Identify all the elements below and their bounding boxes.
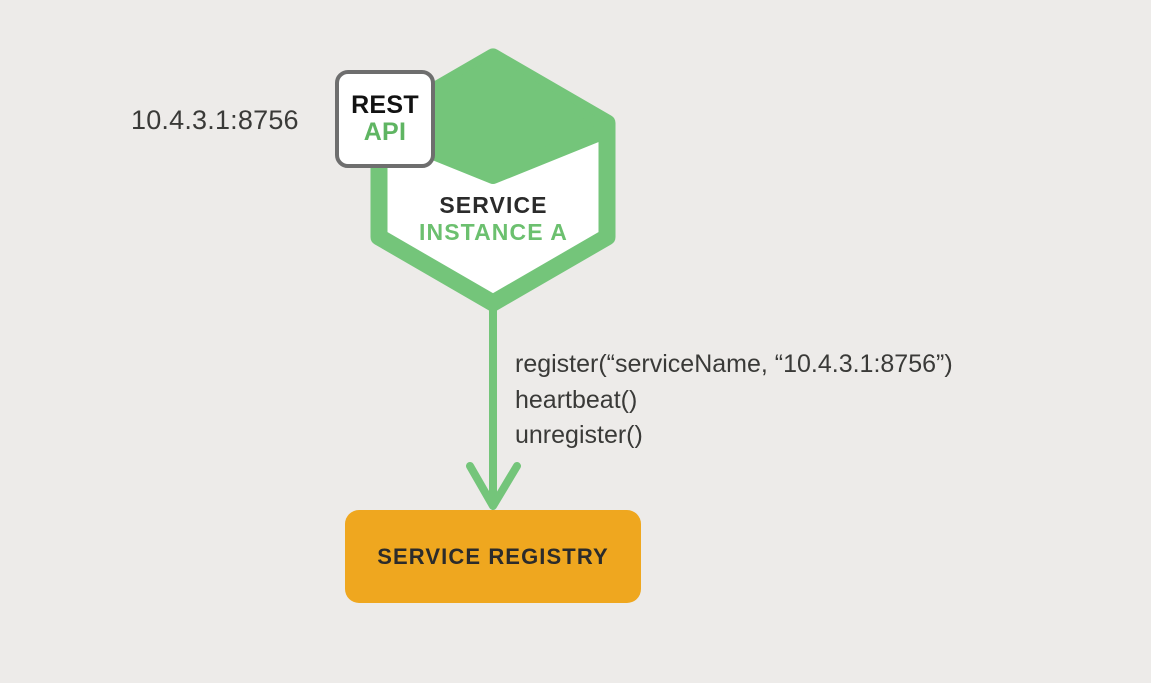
service-registry-box: SERVICE REGISTRY [345, 510, 641, 603]
call-register: register(“serviceName, “10.4.3.1:8756”) [515, 350, 953, 378]
registration-arrow [466, 303, 521, 510]
call-unregister: unregister() [515, 421, 643, 449]
endpoint-address-label: 10.4.3.1:8756 [131, 105, 299, 135]
service-instance-labels: SERVICE INSTANCE A [378, 192, 609, 246]
hexagon-top-fill [379, 57, 607, 184]
rest-api-box: REST API [335, 70, 435, 168]
service-label: SERVICE [439, 192, 548, 218]
call-heartbeat: heartbeat() [515, 385, 638, 414]
service-registry-label: SERVICE REGISTRY [377, 543, 609, 569]
instance-label: INSTANCE A [419, 219, 568, 246]
rest-api-line-2: API [363, 118, 407, 146]
arrow-head [466, 462, 521, 510]
rest-api-line-1: REST [351, 91, 419, 119]
registry-api-calls: register(“serviceName, “10.4.3.1:8756”) … [515, 347, 953, 454]
